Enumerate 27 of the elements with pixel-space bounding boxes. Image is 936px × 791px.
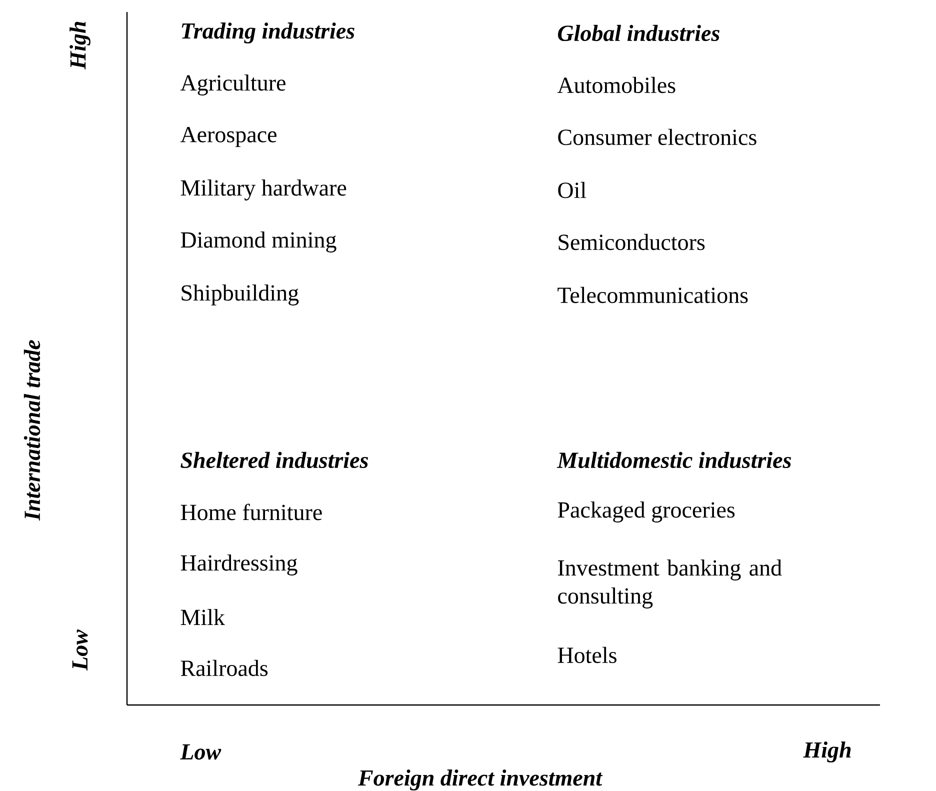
industry-item: Agriculture bbox=[180, 74, 286, 96]
axis-label: High bbox=[70, 22, 90, 70]
industry-item: Oil bbox=[558, 182, 586, 198]
industry-item: Home furniture bbox=[180, 504, 322, 520]
quadrant-heading: Multidomestic industries bbox=[556, 452, 792, 468]
industry-item: Automobiles bbox=[557, 76, 676, 94]
industry-item: Railroads bbox=[180, 660, 268, 676]
industry-item: Telecommunications bbox=[558, 286, 748, 304]
axis-label: Low bbox=[72, 629, 88, 671]
industry-item: Military hardware bbox=[180, 180, 346, 200]
axis-title: International trade bbox=[24, 340, 40, 521]
industry-item: Packaged groceries bbox=[558, 502, 735, 522]
quadrant-heading: Sheltered industries bbox=[180, 452, 368, 468]
industry-item: Investment banking and consulting bbox=[558, 560, 782, 608]
industry-item: Hotels bbox=[558, 646, 616, 664]
industry-item: Shipbuilding bbox=[182, 284, 299, 306]
axis-label: High bbox=[803, 742, 851, 762]
industry-item: Consumer electronics bbox=[558, 128, 756, 146]
industry-item: Milk bbox=[180, 609, 225, 625]
industry-item: Aerospace bbox=[180, 126, 276, 148]
industry-item: Diamond mining bbox=[180, 232, 336, 252]
quadrant-heading: Trading industries bbox=[182, 22, 354, 44]
axis-label: Low bbox=[180, 744, 222, 760]
axis-title: Foreign direct investment bbox=[358, 770, 603, 790]
industry-item: Hairdressing bbox=[180, 554, 298, 576]
quadrant-heading: Global industries bbox=[558, 24, 720, 42]
industry-item: Semiconductors bbox=[558, 234, 705, 250]
